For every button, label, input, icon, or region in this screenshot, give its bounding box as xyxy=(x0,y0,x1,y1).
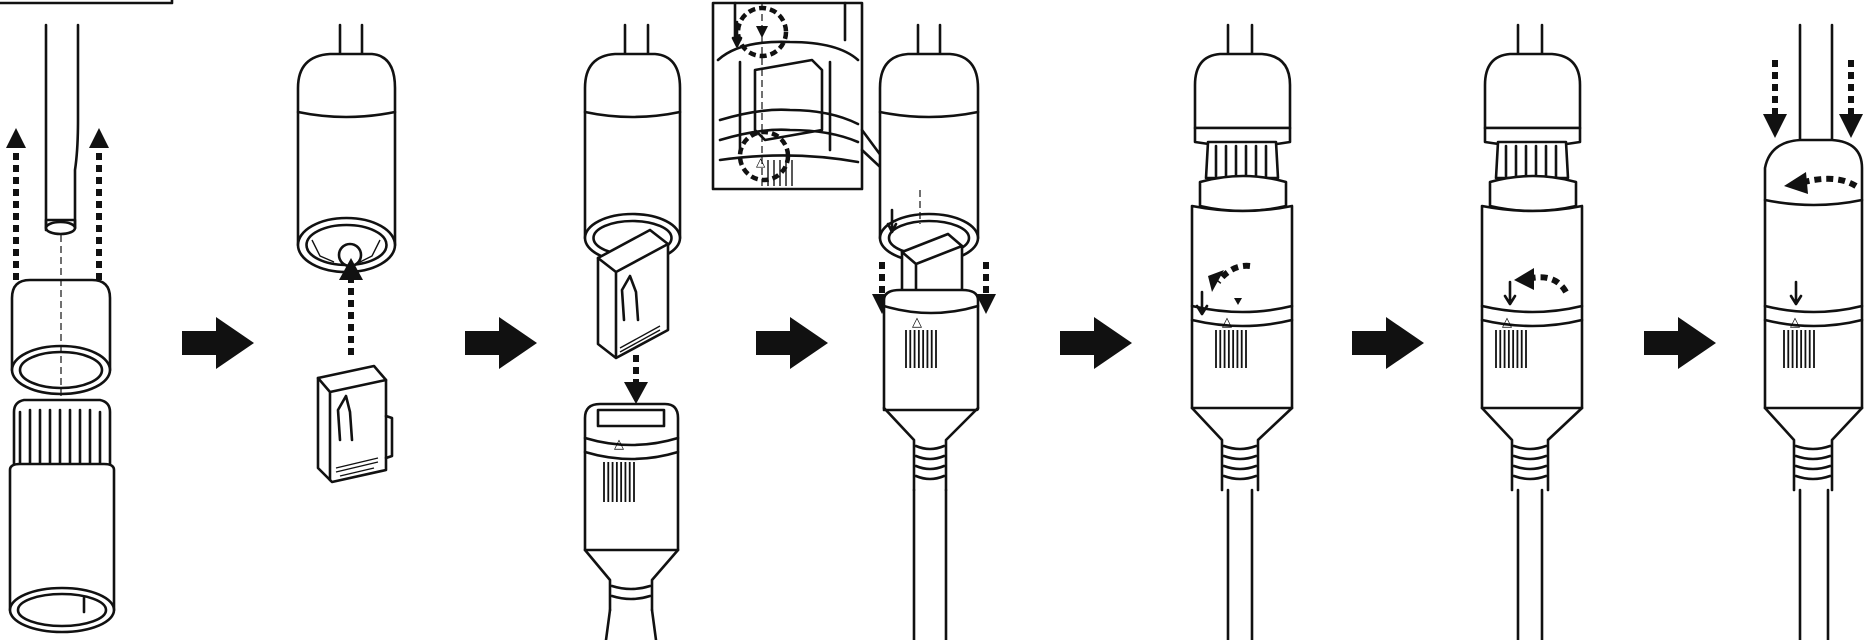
detail-inset: △ xyxy=(711,1,912,197)
rj45-plug-inserted xyxy=(596,228,670,360)
step-6: △ xyxy=(1480,23,1584,640)
plug-body xyxy=(1480,204,1584,640)
inset-triangle: △ xyxy=(756,155,766,169)
step-arrow-1 xyxy=(182,317,254,369)
arrow-up-left xyxy=(6,128,26,280)
rotate-arrow-left xyxy=(1784,172,1858,194)
arrow-down-right xyxy=(976,262,996,314)
alignment-mark-arrow xyxy=(1503,280,1517,306)
arrow-down xyxy=(624,355,648,404)
housing xyxy=(1483,52,1582,213)
assembled-connector xyxy=(1763,138,1864,640)
ribbed-sleeve xyxy=(8,398,116,634)
alignment-triangle: △ xyxy=(1790,315,1800,330)
cable xyxy=(916,23,942,58)
arrow-up xyxy=(339,258,363,355)
cable xyxy=(1516,23,1544,58)
housing xyxy=(1193,52,1292,213)
step-3: △ xyxy=(583,23,682,640)
cable xyxy=(623,23,650,58)
corner-label-box xyxy=(0,0,174,5)
alignment-stripes xyxy=(905,330,937,368)
cable xyxy=(338,23,364,58)
alignment-triangle: △ xyxy=(912,315,922,330)
step-2 xyxy=(296,23,397,484)
cable-end xyxy=(44,23,80,236)
alignment-stripes xyxy=(603,462,635,502)
step-arrow-3 xyxy=(756,317,828,369)
step-arrow-2 xyxy=(465,317,537,369)
alignment-triangle: △ xyxy=(614,437,624,452)
step-7: △ xyxy=(1763,23,1864,640)
step-arrows xyxy=(182,317,1716,369)
step-4: △ xyxy=(711,1,996,640)
housing xyxy=(583,52,682,264)
rj45-plug xyxy=(316,364,394,484)
alignment-stripes xyxy=(1495,330,1527,368)
housing xyxy=(296,52,397,274)
rotate-arrow-left xyxy=(1514,268,1569,294)
alignment-stripes xyxy=(1783,330,1815,368)
plug-body xyxy=(1190,204,1294,640)
release-mark-arrow xyxy=(1195,290,1209,316)
step-1 xyxy=(6,23,116,634)
arrow-up-right xyxy=(89,128,109,280)
plug-body xyxy=(583,402,680,640)
step-arrow-4 xyxy=(1060,317,1132,369)
arrow-down-left xyxy=(1763,60,1787,138)
step-arrow-5 xyxy=(1352,317,1424,369)
cable xyxy=(1226,23,1254,58)
step-arrow-6 xyxy=(1644,317,1716,369)
rotate-arrow-left xyxy=(1208,262,1251,292)
alignment-stripes xyxy=(1215,330,1247,368)
cable xyxy=(1798,23,1834,148)
arrow-down-right xyxy=(1839,60,1863,138)
alignment-triangle: △ xyxy=(1222,315,1232,330)
alignment-mark-arrow xyxy=(1789,280,1803,306)
alignment-triangle: △ xyxy=(1502,315,1512,330)
step-5: △ xyxy=(1190,23,1294,640)
housing xyxy=(878,52,980,264)
